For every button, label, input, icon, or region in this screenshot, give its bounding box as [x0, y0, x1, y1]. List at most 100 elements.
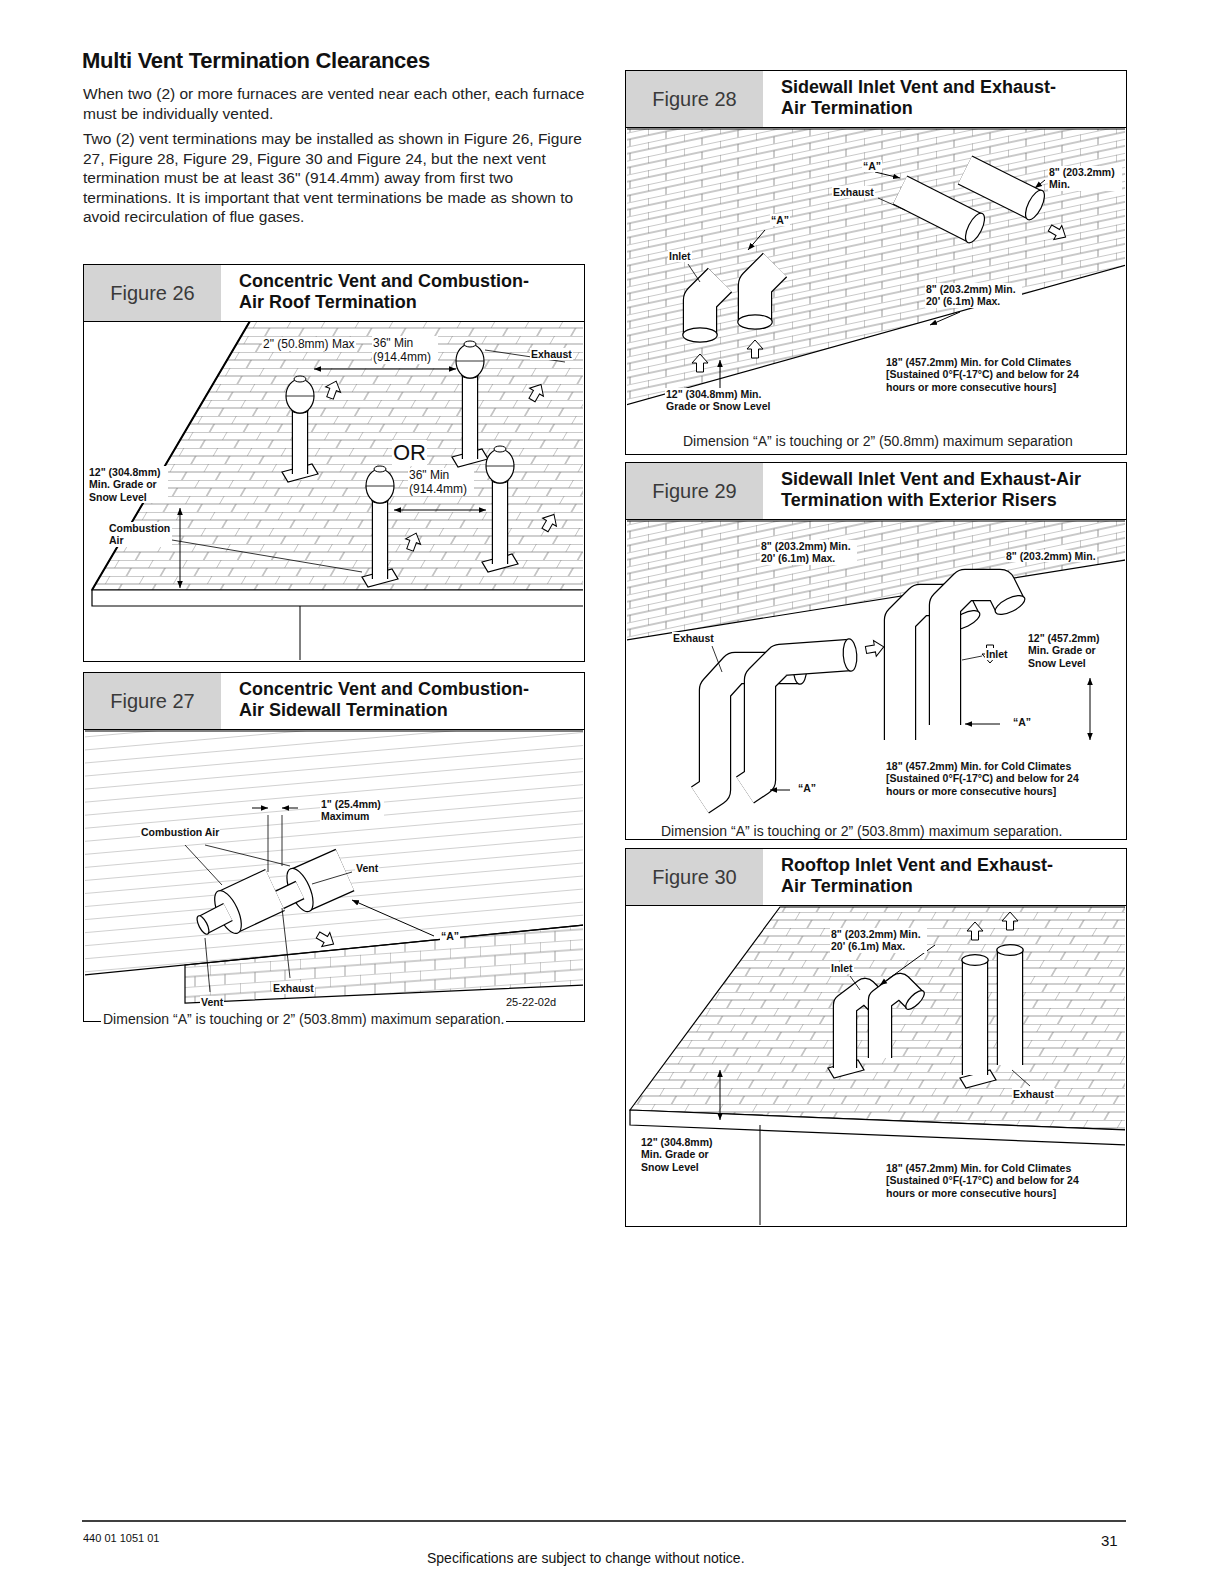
- roof: [92, 322, 583, 590]
- figure-caption: Dimension “A” is touching or 2” (503.8mm…: [101, 1011, 506, 1027]
- figure-number: Figure 29: [626, 463, 763, 519]
- callout-label: Inlet: [985, 648, 1009, 660]
- body-text: Two (2) vent terminations may be install…: [82, 129, 604, 227]
- flow-arrow: [538, 510, 561, 534]
- pipe: [700, 280, 720, 335]
- callout-label: Combustion Air: [140, 826, 220, 838]
- outline: [300, 606, 301, 660]
- figure-number: Figure 26: [84, 265, 221, 321]
- callout-label: Combustion Air: [108, 522, 172, 547]
- figure-header: Figure 28Sidewall Inlet Vent and Exhaust…: [626, 71, 1126, 128]
- pipe: [880, 985, 915, 1058]
- vent-cap-top: [374, 466, 386, 472]
- callout-label: Exhaust: [672, 632, 715, 644]
- callout-label: 8" (203.2mm) Min. 20' (6.1m) Max.: [830, 928, 927, 953]
- figure-header: Figure 30Rooftop Inlet Vent and Exhaust-…: [626, 849, 1126, 906]
- outline: [962, 656, 982, 660]
- callout-label: 8" (203.2mm) Min.: [1005, 550, 1097, 562]
- pipe-opening: [1022, 187, 1049, 222]
- figure-art: [84, 129, 1126, 1227]
- figure-art: [627, 521, 1125, 800]
- flow-arrow: [692, 354, 708, 372]
- dimension-line: [748, 230, 765, 250]
- callout-label: Inlet: [830, 962, 854, 974]
- outline: [185, 845, 222, 885]
- vent-cap: [486, 449, 514, 483]
- pipe: [965, 170, 1035, 205]
- outline: [1012, 1070, 1030, 1086]
- callout-label: 18" (457.2mm) Min. for Cold Climates [Su…: [885, 760, 1092, 797]
- flow-arrow: [402, 530, 423, 552]
- figure-caption: Dimension “A” is touching or 2” (50.8mm)…: [681, 433, 1075, 449]
- pipe-outline: [962, 960, 988, 1075]
- outline: [760, 1125, 761, 1225]
- outline: [850, 976, 860, 990]
- dimension-line: [352, 900, 434, 936]
- outline: [282, 815, 283, 866]
- callout-label: 36" Min (914.4mm): [372, 336, 438, 364]
- vent-cap: [456, 344, 484, 378]
- flow-arrow: [525, 380, 548, 404]
- outline: [172, 540, 362, 572]
- callout-label: Exhaust: [1012, 1088, 1055, 1100]
- vent-cap-top: [294, 376, 306, 382]
- flow-arrow: [865, 639, 886, 658]
- dimension-line: [770, 790, 790, 791]
- callout-label: 8" (203.2mm) Min. 20' (6.1m) Max.: [925, 283, 1022, 308]
- pipe-opening: [962, 210, 989, 245]
- figure-panel: Figure 26 Concentric Vent and Combustion-…: [83, 264, 585, 662]
- pipe: [900, 190, 975, 228]
- callout-label: 1" (25.4mm) Maximum: [320, 798, 384, 823]
- pipe-outline: [965, 170, 1035, 205]
- flow-arrow: [314, 928, 338, 951]
- roof: [630, 907, 1125, 1130]
- figure-title: Concentric Vent and Combustion- Air Roof…: [239, 271, 539, 313]
- callout-label: 12" (457.2mm) Min. Grade or Snow Level: [1027, 632, 1109, 669]
- dimension-line: [282, 808, 298, 809]
- pipe-opening: [683, 328, 717, 342]
- pipe: [963, 960, 987, 1075]
- pipe: [755, 265, 775, 322]
- dimension-line: [965, 724, 1000, 725]
- pipe-outline: [880, 985, 915, 1058]
- flow-arrow: [1046, 221, 1070, 244]
- outline: [712, 646, 722, 672]
- outline: [456, 361, 484, 362]
- pipe-outline: [372, 500, 388, 579]
- footer-rule: [82, 1520, 1126, 1522]
- dimension-line: [930, 312, 960, 325]
- callout-label: 18" (457.2mm) Min. for Cold Climates [Su…: [885, 1162, 1092, 1199]
- outline: [282, 908, 290, 978]
- pipe: [998, 950, 1022, 1065]
- figure-header: Figure 26 Concentric Vent and Combustion-…: [84, 265, 584, 322]
- callout-label: “A”: [797, 782, 817, 794]
- pipe-outline: [700, 280, 720, 335]
- figure-number: Figure 27: [84, 673, 221, 729]
- pipe-outline: [292, 410, 308, 474]
- figure-title: Concentric Vent and Combustion- Air Side…: [239, 679, 539, 721]
- footer-text: 31: [1100, 1532, 1119, 1550]
- callout-label: 8" (203.2mm) Min.: [1048, 166, 1122, 191]
- outline: [205, 938, 210, 992]
- outline: [366, 486, 394, 487]
- figure-header: Figure 27 Concentric Vent and Combustion-…: [84, 673, 584, 730]
- page-title: Multi Vent Termination Clearances: [82, 48, 430, 74]
- wall: [627, 129, 1125, 405]
- vent-cap: [366, 469, 394, 503]
- outline: [312, 872, 352, 884]
- pipe-outline: [997, 950, 1023, 1065]
- pipe: [293, 410, 307, 474]
- pipe: [745, 655, 850, 790]
- callout-label: 2" (50.8mm) Max: [262, 337, 356, 351]
- pipe-outline: [492, 480, 508, 564]
- figure-art: [85, 731, 583, 1003]
- callout-label: Vent: [355, 862, 379, 874]
- pipe-outline: [462, 375, 478, 459]
- pipe-outline: [755, 265, 775, 322]
- dimension-line: [314, 369, 456, 370]
- figure-header: Figure 29Sidewall Inlet Vent and Exhaust…: [626, 463, 1126, 520]
- callout-label: “A”: [862, 160, 882, 172]
- callout-label: 12" (304.8mm) Min. Grade or Snow Level: [640, 1136, 714, 1173]
- figure-title: Sidewall Inlet Vent and Exhaust- Air Ter…: [781, 77, 1069, 119]
